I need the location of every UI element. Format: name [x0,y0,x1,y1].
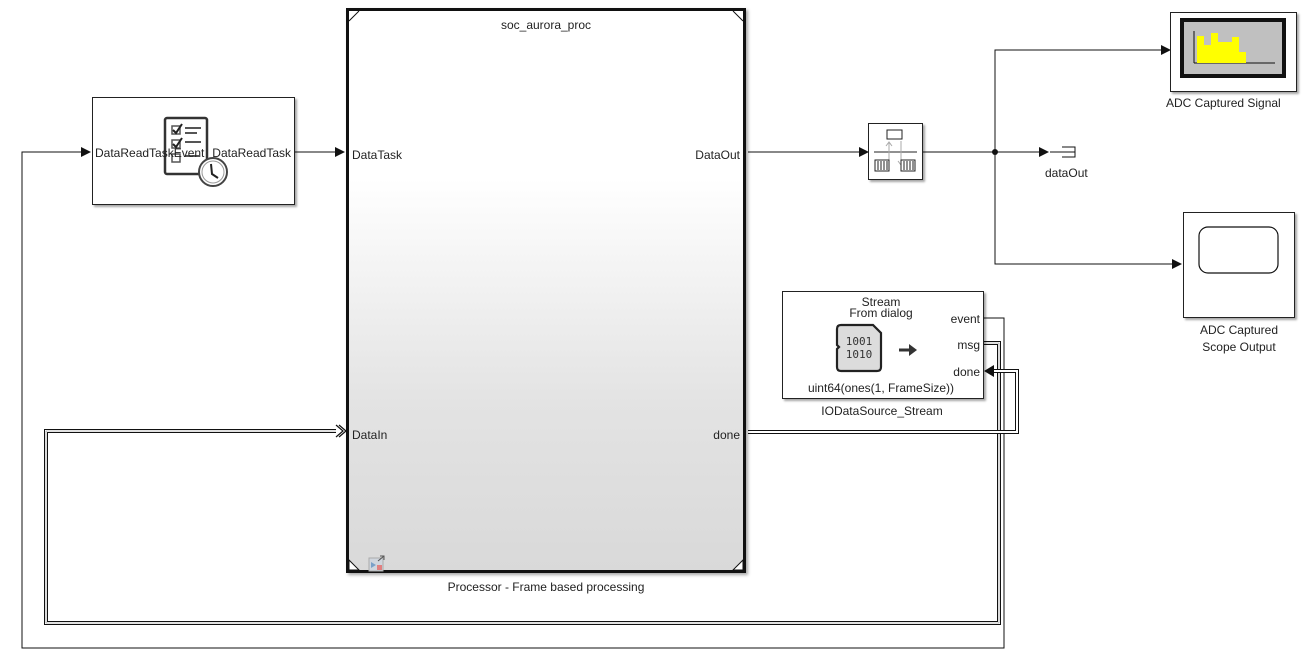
io-expression: uint64(ones(1, FrameSize)) [807,381,955,395]
sd-bits-2: 1010 [846,348,873,361]
scope-icon [1198,226,1279,274]
io-line1: Stream [861,295,901,309]
spectrum-signal-line[interactable] [994,45,1171,152]
outport-icon[interactable] [1050,145,1080,159]
task-block[interactable]: DataReadTaskEvent DataReadTask [92,97,295,205]
port-done-label: done [713,428,740,442]
scope-caption-line2: Scope Output [1202,340,1276,354]
scope-caption-line1: ADC Captured [1199,323,1279,337]
spectrum-analyzer-block[interactable] [1170,12,1297,92]
memory-buffer-icon [874,129,917,172]
processor-caption: Processor - Frame based processing [447,580,645,594]
io-caption: IODataSource_Stream [821,404,943,418]
scope-signal-line[interactable] [994,152,1182,269]
port-dataout-label: DataOut [695,148,740,162]
task-output-port-label: DataReadTask [212,146,291,160]
event-signal-line[interactable] [21,147,1005,649]
outport-label: dataOut [1045,166,1088,180]
model-reference-icon[interactable] [368,555,386,573]
io-port-msg-label: msg [957,338,980,352]
io-port-event-label: event [950,312,980,326]
spectrum-caption: ADC Captured Signal [1166,96,1281,110]
corner-marks [349,11,743,570]
processor-subsystem-block[interactable]: soc_aurora_proc DataTask DataIn DataOut … [346,8,746,573]
processor-title: soc_aurora_proc [500,18,592,32]
sd-bits-1: 1001 [846,335,873,348]
port-datatask-label: DataTask [352,148,403,162]
port-datain-label: DataIn [352,428,388,442]
io-port-done-label: done [953,365,980,379]
msg-bus-line[interactable] [44,341,1001,625]
done-bus-line[interactable] [748,365,1019,434]
buffer-block[interactable] [868,123,923,180]
spectrum-analyzer-icon [1180,18,1286,78]
io-data-source-block[interactable]: Stream From dialog 1001 1010 event msg d… [782,291,984,399]
sd-card-icon: 1001 1010 [835,323,883,373]
task-input-port-label: DataReadTaskEvent [95,146,205,160]
arrow-right-icon [899,344,917,356]
scope-block[interactable] [1183,212,1295,318]
task-checklist-clock-icon [163,116,228,187]
io-line2: From dialog [849,306,913,320]
